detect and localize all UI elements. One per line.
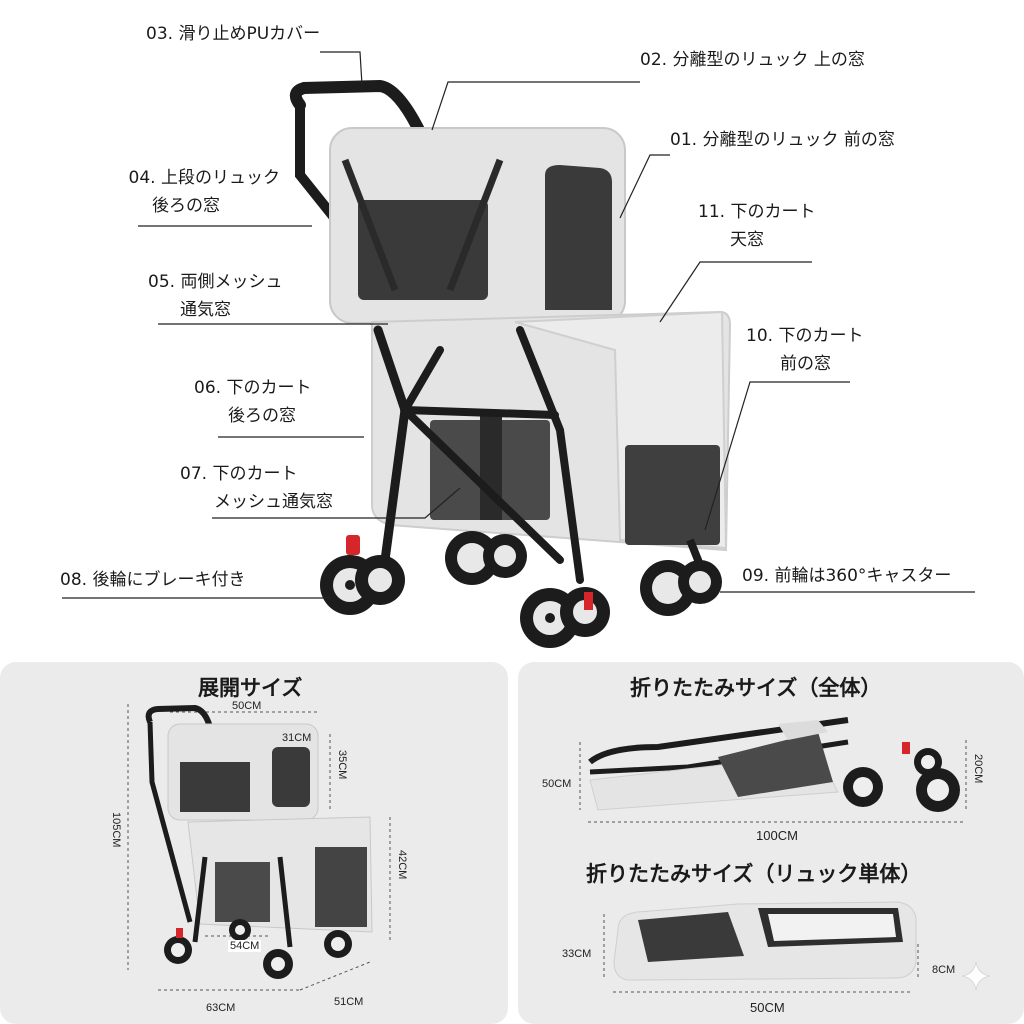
expanded-size-panel: 展開サイズ (0, 662, 508, 1024)
callout-05-line2: 通気窓 (180, 300, 231, 320)
dim-bag-height: 35CM (336, 750, 348, 780)
callout-03: 03. 滑り止めPUカバー (146, 24, 321, 44)
callout-07: 07. 下のカート メッシュ通気窓 (180, 460, 333, 516)
dim-wheel-gap: 54CM (228, 940, 262, 952)
folded-diagrams (579, 717, 967, 993)
rear-wheel-left (320, 535, 405, 615)
callout-11-line2: 天窓 (730, 230, 764, 250)
callout-09: 09. 前輪は360°キャスター (742, 566, 952, 586)
callout-04-line2: 後ろの窓 (152, 196, 220, 216)
expanded-stroller-diagram (127, 704, 391, 991)
dim-folded-length: 100CM (756, 828, 798, 843)
callout-08: 08. 後輪にブレーキ付き (60, 570, 246, 590)
dim-folded-height-left: 50CM (542, 778, 572, 790)
dim-bag-width: 31CM (282, 732, 312, 744)
folded-all-title: 折りたたみサイズ（全体） (630, 676, 882, 700)
callout-07-line1: 07. 下のカート (180, 464, 298, 484)
frame-front-leg (516, 326, 584, 584)
front-wheel-right (640, 560, 722, 616)
dim-bag-fold-width: 50CM (750, 1000, 785, 1015)
dim-bag-fold-thickness: 8CM (932, 964, 956, 976)
stroller-illustration (289, 79, 732, 648)
expanded-wheels (164, 919, 352, 979)
dim-folded-height-right: 20CM (972, 754, 984, 784)
callout-06: 06. 下のカート 後ろの窓 (194, 374, 311, 430)
callout-05-line1: 05. 両側メッシュ (148, 272, 283, 292)
callout-04-line1: 04. 上段のリュック (128, 168, 280, 188)
brake-pedal (346, 535, 360, 555)
folded-size-panel: 折りたたみサイズ（全体） (518, 662, 1024, 1024)
callout-11: 11. 下のカート 天窓 (698, 198, 815, 254)
callout-01: 01. 分離型のリュック 前の窓 (670, 130, 895, 150)
callout-06-line2: 後ろの窓 (228, 406, 296, 426)
feature-callouts: 03. 滑り止めPUカバー 02. 分離型のリュック 上の窓 01. 分離型のリ… (60, 24, 952, 590)
callout-10: 10. 下のカート 前の窓 (746, 322, 863, 378)
callout-10-line2: 前の窓 (780, 354, 831, 374)
dim-depth: 51CM (334, 996, 364, 1008)
rear-wheel-right (445, 531, 527, 585)
push-handle (289, 79, 426, 138)
dim-bag-fold-height: 33CM (562, 948, 592, 960)
sparkle-icon (961, 961, 991, 991)
callout-10-line1: 10. 下のカート (746, 326, 864, 346)
folded-bag-title: 折りたたみサイズ（リュック単体） (586, 862, 922, 886)
callout-11-line1: 11. 下のカート (698, 202, 816, 222)
dim-top-width: 50CM (232, 700, 262, 712)
upper-bag-strap (341, 158, 504, 292)
callout-07-line2: メッシュ通気窓 (214, 492, 333, 512)
lower-cart-front-mesh (625, 445, 720, 545)
upper-bag-front-window (545, 165, 612, 310)
callout-05: 05. 両側メッシュ 通気窓 (148, 268, 282, 324)
callout-02: 02. 分離型のリュック 上の窓 (640, 50, 865, 70)
dim-cart-height: 42CM (396, 850, 408, 880)
frame-cross (399, 346, 564, 564)
dim-length: 63CM (206, 1002, 236, 1014)
callout-04: 04. 上段のリュック 後ろの窓 (100, 164, 280, 220)
expanded-size-title: 展開サイズ (198, 676, 303, 700)
dim-total-height: 105CM (110, 812, 122, 848)
front-wheel-left (520, 587, 610, 648)
callout-06-line1: 06. 下のカート (194, 378, 312, 398)
